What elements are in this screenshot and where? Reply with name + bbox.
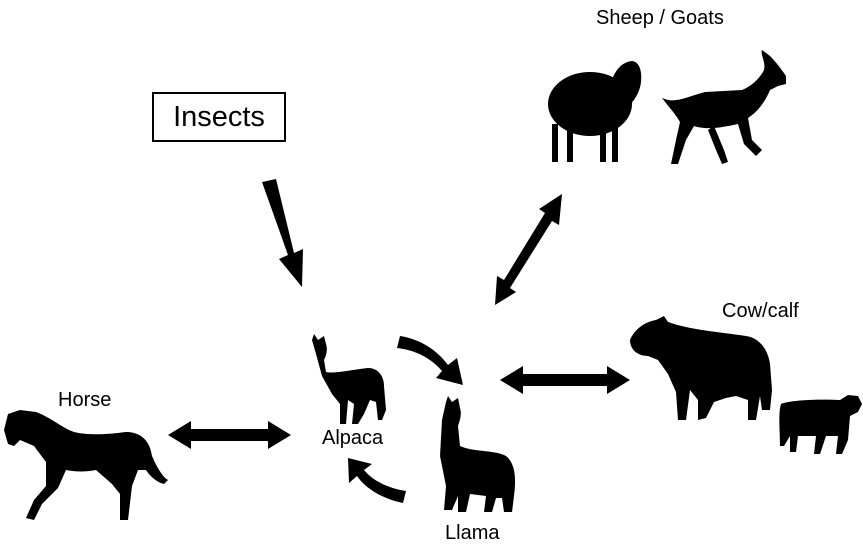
arrow-camelid-sheep-goats <box>495 194 562 305</box>
arrow-llama-cow-calf <box>500 366 630 394</box>
goat-icon <box>662 50 786 164</box>
llama-label: Llama <box>445 523 499 543</box>
horse-label: Horse <box>58 390 111 410</box>
cow-calf-label: Cow/calf <box>722 301 799 321</box>
insects-box: Insects <box>152 92 286 142</box>
sheep-goats-label: Sheep / Goats <box>596 8 724 28</box>
insects-label: Insects <box>173 103 265 132</box>
arrow-llama-to-alpaca <box>348 458 406 503</box>
arrow-alpaca-to-llama <box>397 336 463 385</box>
alpaca-icon <box>312 334 386 424</box>
arrow-insects-to-alpaca <box>262 179 303 287</box>
horse-icon <box>4 410 168 520</box>
arrow-horse-alpaca <box>168 421 291 449</box>
cow-icon <box>630 316 772 420</box>
llama-icon <box>440 396 515 512</box>
sheep-icon <box>548 61 641 162</box>
alpaca-label: Alpaca <box>322 428 383 448</box>
calf-icon <box>779 395 862 454</box>
